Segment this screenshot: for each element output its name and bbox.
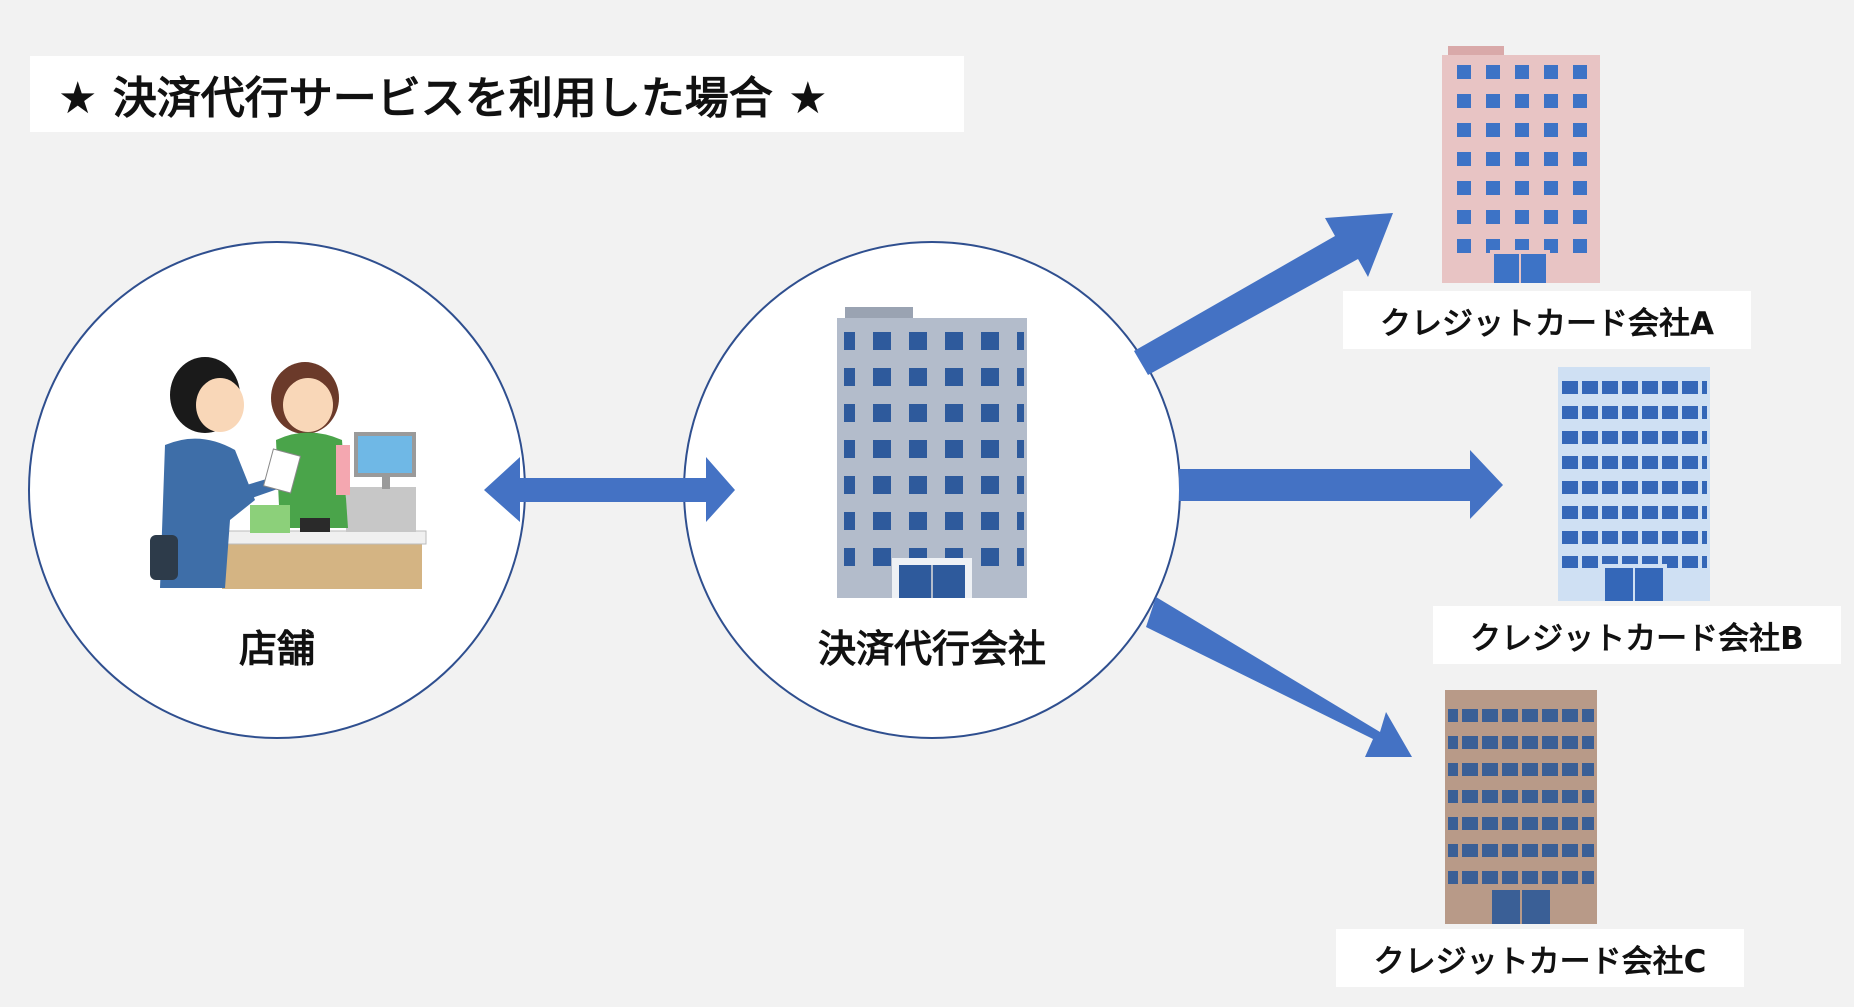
arrow-to-card-c [1146, 597, 1412, 757]
office-building-gray [837, 307, 1027, 598]
double-arrow-store-agent [484, 457, 735, 522]
arrow-to-card-a [1134, 213, 1393, 375]
office-building-brown [1445, 690, 1597, 924]
store-label: 店舗 [238, 627, 315, 671]
agent-label: 決済代行会社 [817, 627, 1046, 671]
office-building-blue [1558, 367, 1710, 601]
office-building-pink [1442, 46, 1600, 283]
card-company-c-label: クレジットカード会社C [1336, 929, 1744, 987]
diagram-title: ★ 決済代行サービスを利用した場合 ★ [30, 56, 964, 132]
shop-counter-illustration [150, 357, 427, 589]
arrow-to-card-b [1179, 450, 1503, 519]
card-company-a-label: クレジットカード会社A [1343, 291, 1751, 349]
card-company-b-label: クレジットカード会社B [1433, 606, 1841, 664]
